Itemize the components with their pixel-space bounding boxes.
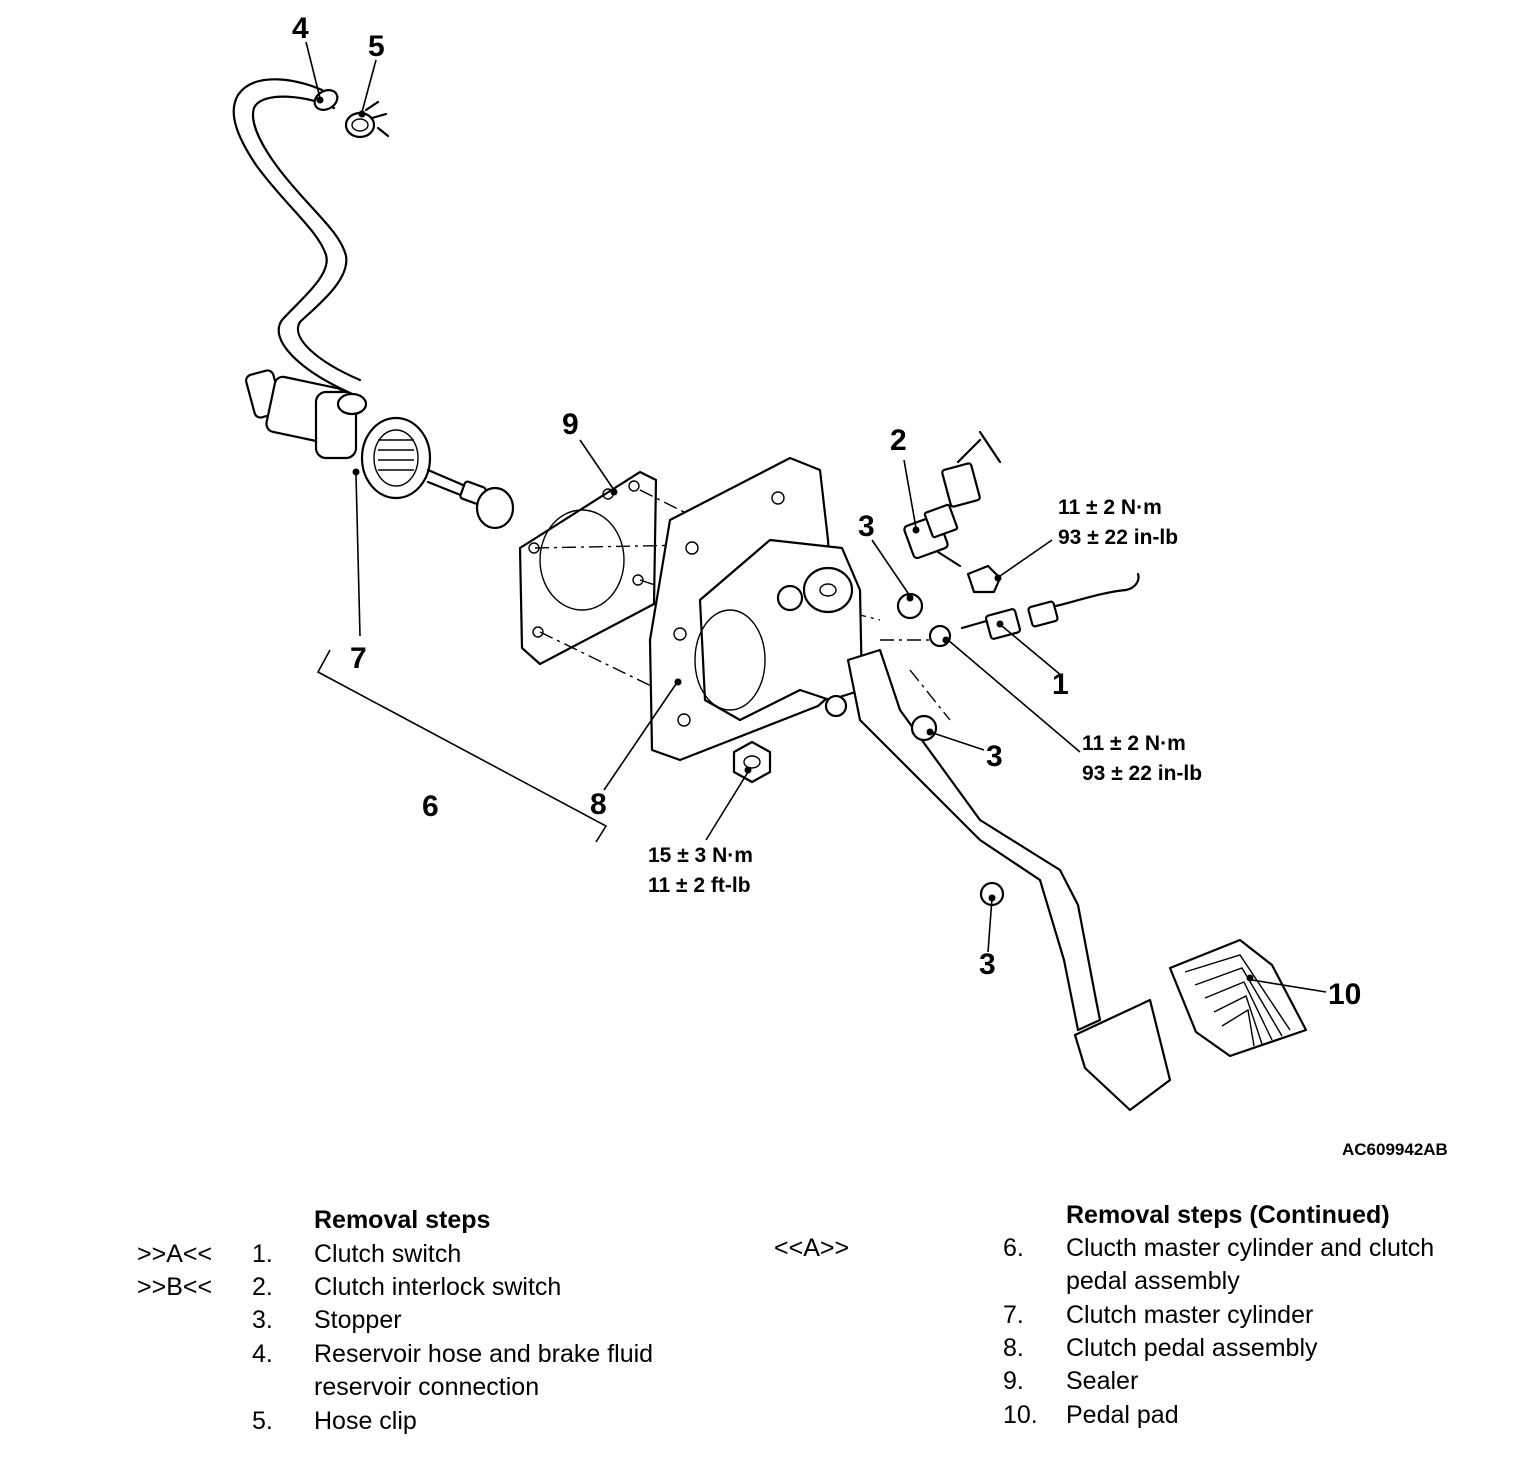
step-text: pedal assembly: [1066, 1267, 1240, 1295]
callout-8: 8: [590, 788, 607, 821]
figure-id: AC609942AB: [1342, 1140, 1448, 1159]
step-text: Pedal pad: [1066, 1401, 1179, 1429]
callout-10: 10: [1328, 978, 1361, 1011]
step-number: 5.: [252, 1407, 273, 1435]
step-tag: <<A>>: [774, 1234, 850, 1262]
callout-1: 1: [1052, 668, 1069, 701]
torque-nut-imperial: 11 ± 2 ft-lb: [648, 874, 751, 897]
step-number: 7.: [1003, 1301, 1024, 1329]
removal-steps-continued: Removal steps (Continued) <<A>> 6. Cluct…: [0, 1199, 1536, 1449]
assembly-bracket: [316, 649, 608, 843]
reservoir-hose: [232, 78, 362, 394]
step-text: Reservoir hose and brake fluid: [314, 1340, 654, 1368]
pedal-pad: [1168, 938, 1308, 1058]
torque-switch-metric: 11 ± 2 N·m: [1082, 732, 1186, 755]
callout-2: 2: [890, 424, 907, 457]
step-number: 3.: [252, 1306, 273, 1334]
step-text: Hose clip: [314, 1407, 417, 1435]
step-tag: >>B<<: [137, 1273, 213, 1301]
leader-lines: [305, 41, 1327, 993]
step-text: Clucth master cylinder and clutch: [1066, 1234, 1435, 1262]
step-text: Clutch interlock switch: [314, 1273, 562, 1301]
removal-steps-heading: Removal steps: [314, 1206, 491, 1234]
hose-clip: [344, 100, 390, 139]
callout-6: 6: [422, 790, 439, 823]
stoppers: [896, 592, 1005, 907]
leader-dots: [316, 96, 1254, 982]
master-cylinder: [245, 369, 515, 530]
torque-nut-metric: 15 ± 3 N·m: [648, 844, 753, 867]
step-text: Clutch switch: [314, 1240, 462, 1268]
step-tag: >>A<<: [137, 1240, 213, 1268]
removal-steps-continued-heading: Removal steps (Continued): [1066, 1201, 1390, 1229]
pedal-bracket: [648, 456, 864, 762]
step-text: reservoir connection: [314, 1373, 540, 1401]
step-number: 10.: [1003, 1401, 1038, 1429]
callout-3-lower: 3: [979, 948, 996, 981]
step-number: 9.: [1003, 1367, 1024, 1395]
step-number: 6.: [1003, 1234, 1024, 1262]
step-text: Clutch pedal assembly: [1066, 1334, 1318, 1362]
callout-7: 7: [350, 642, 367, 675]
callout-5: 5: [368, 30, 385, 63]
step-text: Sealer: [1066, 1367, 1139, 1395]
torque-switch-imperial: 93 ± 22 in-lb: [1082, 762, 1202, 785]
step-number: 8.: [1003, 1334, 1024, 1362]
callout-3-upper: 3: [858, 510, 875, 543]
step-number: 4.: [252, 1340, 273, 1368]
callout-9: 9: [562, 408, 579, 441]
torque-interlock-imperial: 93 ± 22 in-lb: [1058, 526, 1178, 549]
mounting-nut: [732, 740, 772, 784]
callout-3-middle: 3: [986, 740, 1003, 773]
step-number: 1.: [252, 1240, 273, 1268]
removal-steps: Removal steps >>A<< 1. Clutch switch >>B…: [0, 1204, 760, 1454]
callout-4: 4: [292, 12, 309, 45]
step-number: 2.: [252, 1273, 273, 1301]
torque-interlock-metric: 11 ± 2 N·m: [1058, 496, 1162, 519]
clutch-pedal-arm: [824, 648, 1172, 1112]
step-text: Stopper: [314, 1306, 402, 1334]
clutch-interlock-switch: [903, 430, 1002, 594]
sealer: [518, 470, 658, 666]
exploded-view-diagram: 1 2 3 3 3 4 5 6 7 8 9 10 11 ± 2 N·m 93 ±…: [232, 12, 1448, 1159]
step-text: Clutch master cylinder: [1066, 1301, 1314, 1329]
